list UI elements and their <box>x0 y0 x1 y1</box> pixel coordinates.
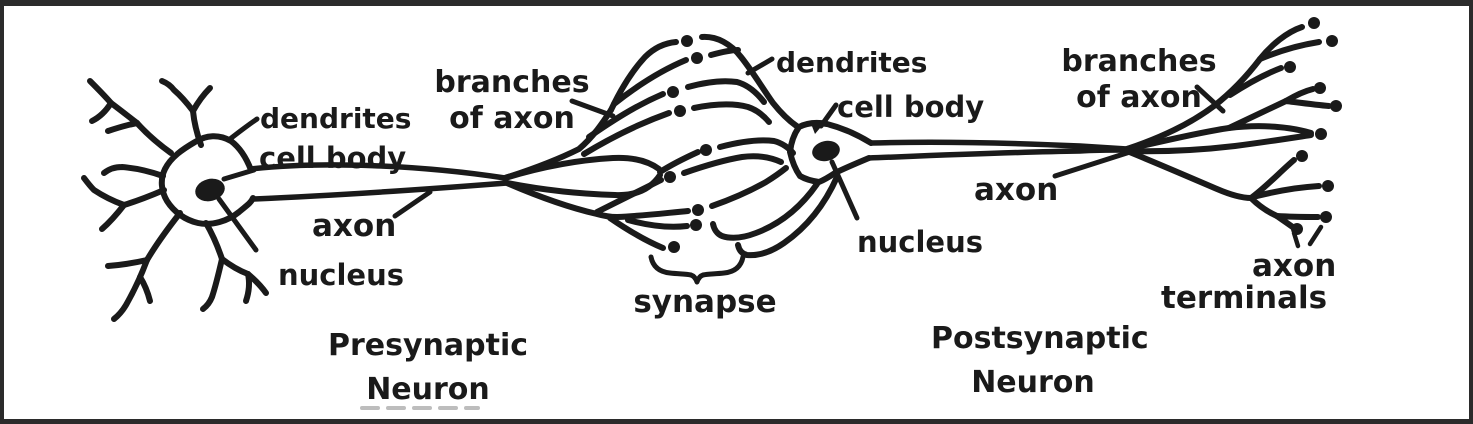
pointer-line-postsynaptic-dendrites <box>745 56 775 76</box>
pointer-arrowhead-cell-body <box>810 121 825 134</box>
pointer-tick-axon-terminals-1 <box>1291 230 1301 249</box>
presynaptic-nucleus-shape <box>195 178 225 202</box>
label-branches-of-axon-left: branches of axon <box>428 65 596 137</box>
presynaptic-axon-branches-shape <box>502 39 701 251</box>
axon-terminals-drawing <box>1124 17 1342 249</box>
label-presynaptic-neuron-title: Presynaptic Neuron <box>324 324 532 412</box>
label-synapse: synapse <box>633 284 777 320</box>
label-presynaptic-axon: axon <box>312 208 397 244</box>
pointer-line-presynaptic-axon <box>392 189 433 219</box>
synapse-region-drawing <box>502 33 840 285</box>
label-branches-of-axon-right-line1: branches <box>1061 44 1217 79</box>
label-presynaptic-cell-body: cell body <box>259 141 407 175</box>
synaptic-boutons <box>664 35 712 253</box>
pointer-line-presynaptic-dendrites <box>227 116 260 142</box>
label-branches-of-axon-left-line2: of axon <box>449 101 575 136</box>
pointer-line-postsynaptic-axon <box>1052 149 1133 179</box>
axon-terminal-boutons <box>1284 17 1342 235</box>
label-presynaptic-dendrites: dendrites <box>260 102 412 135</box>
label-axon-terminals-line1: axon <box>1252 248 1337 284</box>
postsynaptic-nucleus-shape <box>812 140 840 162</box>
label-branches-of-axon-right: branches of axon <box>1055 44 1223 116</box>
postsynaptic-axon-shape <box>866 139 1130 161</box>
pointer-line-branches-of-axon-left <box>569 98 616 119</box>
pointer-line-branches-of-axon-right <box>1194 84 1226 114</box>
pointer-line-presynaptic-nucleus <box>216 196 259 253</box>
synapse-brace <box>648 254 746 285</box>
label-postsynaptic-neuron-title-line1: Postsynaptic <box>931 321 1149 356</box>
label-postsynaptic-axon: axon <box>974 172 1059 208</box>
presynaptic-axon-shape <box>248 162 510 202</box>
label-presynaptic-neuron-title-line2: Neuron <box>366 372 490 407</box>
presynaptic-dendrites-shape <box>81 78 269 322</box>
pointer-line-presynaptic-cell-body <box>221 167 257 182</box>
label-branches-of-axon-left-line1: branches <box>434 65 590 100</box>
label-presynaptic-neuron-title-line1: Presynaptic <box>327 328 529 363</box>
pointer-tick-axon-terminals-2 <box>1307 224 1324 247</box>
label-presynaptic-nucleus: nucleus <box>278 258 404 292</box>
label-postsynaptic-cell-body: cell body <box>837 90 985 124</box>
pointer-line-postsynaptic-nucleus <box>829 159 860 221</box>
presynaptic-neuron-drawing <box>81 78 510 322</box>
label-postsynaptic-dendrites: dendrites <box>776 46 928 79</box>
postsynaptic-neuron-drawing <box>787 102 1133 221</box>
label-postsynaptic-neuron-title-line2: Neuron <box>971 365 1095 400</box>
postsynaptic-dendrites-shape <box>681 33 840 259</box>
label-branches-of-axon-right-line2: of axon <box>1076 80 1202 115</box>
label-postsynaptic-nucleus: nucleus <box>857 225 983 259</box>
label-postsynaptic-neuron-title: Postsynaptic Neuron <box>931 317 1149 405</box>
label-axon-terminals-line2: terminals <box>1161 280 1328 316</box>
